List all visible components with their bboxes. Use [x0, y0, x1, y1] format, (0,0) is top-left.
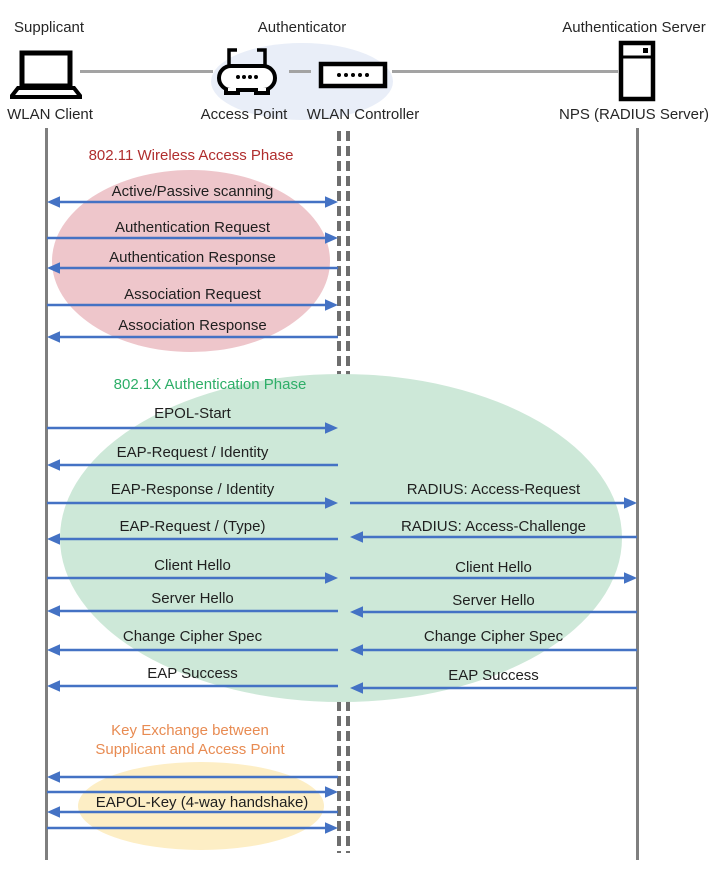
message-arrow-left	[350, 644, 637, 656]
connector-line	[80, 70, 213, 73]
message-arrow-left	[47, 262, 338, 274]
message-label: Server Hello	[151, 590, 234, 607]
message-label: EAP Success	[147, 665, 238, 682]
phase-title: Key Exchange between Supplicant and Acce…	[95, 722, 285, 758]
access-point-icon	[217, 48, 277, 95]
message-label: Client Hello	[154, 557, 231, 574]
message-arrow-both	[47, 196, 338, 208]
message-label: Authentication Request	[114, 219, 271, 236]
message-arrow-right	[47, 822, 338, 834]
message-label: Change Cipher Spec	[423, 628, 564, 645]
message-arrow-right	[350, 572, 637, 584]
message-arrow-left	[47, 680, 338, 692]
message-arrow-left	[350, 531, 637, 543]
message-arrow-left	[47, 771, 338, 783]
message-arrow-right	[47, 299, 338, 311]
message-label: Association Response	[118, 317, 267, 334]
message-arrow-right	[47, 572, 338, 584]
role-label-supplicant: Supplicant	[14, 19, 85, 36]
message-arrow-left	[47, 331, 338, 343]
message-label: EAPOL-Key (4-way handshake)	[95, 794, 309, 811]
message-label: EAP-Request / Identity	[116, 444, 269, 461]
message-arrow-right	[47, 232, 338, 244]
device-label-wlan-client: WLAN Client	[7, 106, 93, 123]
role-label-authentication-server: Authentication Server	[562, 19, 706, 36]
message-label: Change Cipher Spec	[122, 628, 263, 645]
lifeline-solid	[45, 128, 48, 860]
message-label: EPOL-Start	[154, 405, 231, 422]
connector-line	[289, 70, 311, 73]
laptop-icon	[10, 50, 82, 99]
device-label-access-point: Access Point	[200, 106, 288, 123]
phase-title: 802.11 Wireless Access Phase	[88, 147, 294, 164]
connector-line	[392, 70, 618, 73]
message-label: Server Hello	[452, 592, 535, 609]
message-arrow-right	[47, 786, 338, 798]
server-icon	[618, 40, 656, 102]
device-label-wlan-controller: WLAN Controller	[306, 106, 420, 123]
device-label-nps: NPS (RADIUS Server)	[558, 106, 710, 123]
message-arrow-left	[47, 644, 338, 656]
message-label: Active/Passive scanning	[111, 183, 274, 200]
message-label: EAP-Request / (Type)	[119, 518, 266, 535]
message-arrow-left	[350, 606, 637, 618]
message-label: Authentication Response	[109, 249, 276, 266]
message-arrow-left	[47, 459, 338, 471]
message-label: Client Hello	[455, 559, 532, 576]
message-arrow-right	[350, 497, 637, 509]
phase-ellipse	[52, 170, 330, 352]
controller-icon	[318, 61, 388, 89]
message-label: EAP-Response / Identity	[110, 481, 275, 498]
message-arrow-left	[47, 533, 338, 545]
message-label: EAP Success	[448, 667, 539, 684]
lifeline-solid	[636, 128, 639, 860]
message-label: RADIUS: Access-Request	[406, 481, 581, 498]
message-arrow-left	[350, 682, 637, 694]
role-label-authenticator: Authenticator	[257, 19, 347, 36]
phase-title: 802.1X Authentication Phase	[113, 376, 307, 393]
message-arrow-right	[47, 422, 338, 434]
message-arrow-right	[47, 497, 338, 509]
message-label: Association Request	[124, 286, 261, 303]
message-label: RADIUS: Access-Challenge	[400, 518, 587, 535]
message-arrow-left	[47, 806, 338, 818]
message-arrow-left	[47, 605, 338, 617]
